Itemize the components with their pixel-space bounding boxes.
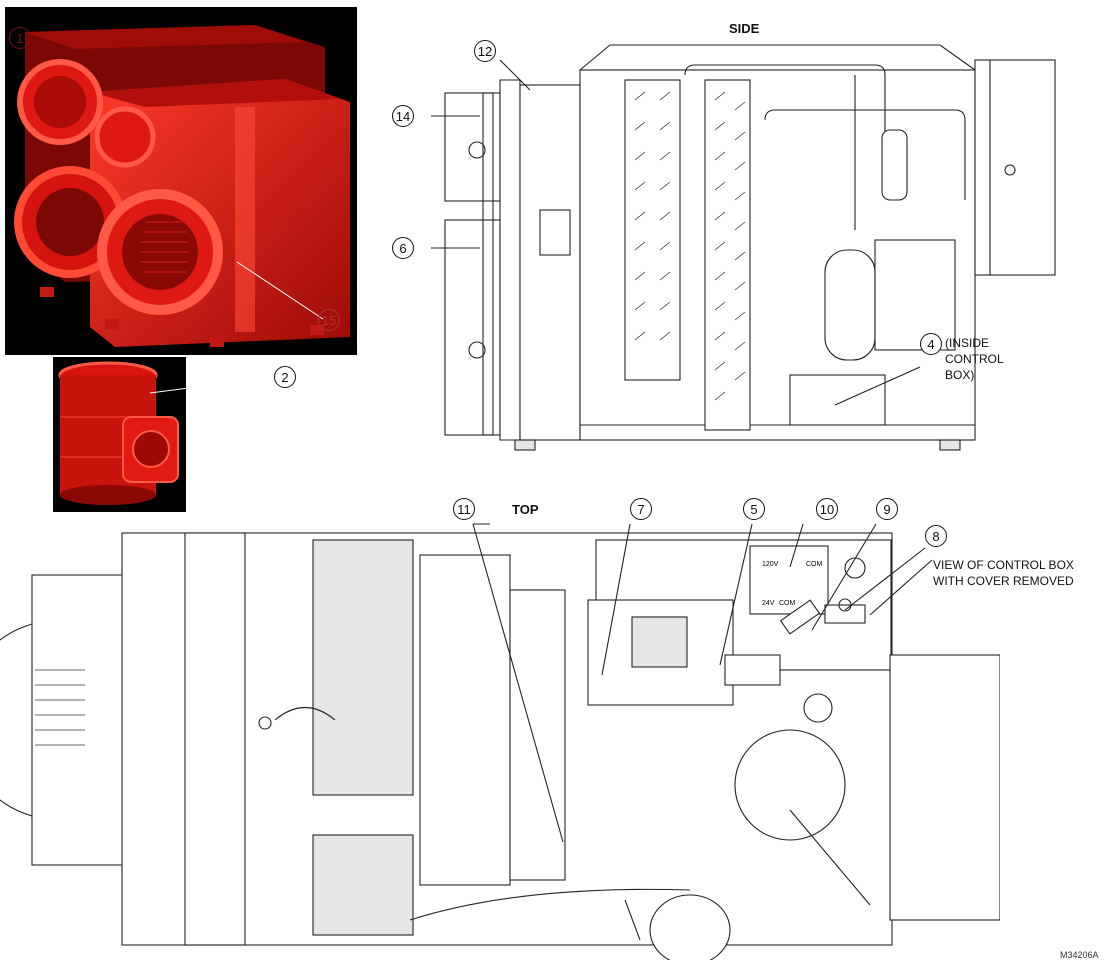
panel-com-bottom: COM — [779, 600, 796, 607]
callout-7: 7 — [630, 498, 652, 520]
callout-11: 11 — [453, 498, 475, 520]
panel-24v: 24V — [762, 600, 775, 607]
side-view-drawing — [395, 30, 1095, 460]
damper-photo — [53, 357, 186, 512]
part-number: M34206A — [1060, 950, 1099, 960]
top-view-drawing — [0, 490, 1000, 960]
inside-control-box-label: (INSIDE CONTROL BOX) — [945, 336, 1004, 382]
callout-8: 8 — [925, 525, 947, 547]
callout-2: 2 — [274, 366, 296, 388]
callout-6: 6 — [392, 237, 414, 259]
callout-15: 15 — [318, 309, 340, 331]
callout-1: 1 — [9, 27, 31, 49]
top-view-title: TOP — [512, 502, 539, 517]
callout-5: 5 — [743, 498, 765, 520]
callout-12: 12 — [474, 40, 496, 62]
callout-4: 4 — [920, 333, 942, 355]
side-view-title: SIDE — [729, 21, 760, 36]
panel-120v: 120V — [762, 561, 779, 568]
panel-com-top: COM — [806, 561, 823, 568]
dehumidifier-photo: 1 15 — [5, 7, 357, 355]
view-of-control-box-label: VIEW OF CONTROL BOX WITH COVER REMOVED — [933, 558, 1074, 588]
callout-14: 14 — [392, 105, 414, 127]
callout-9: 9 — [876, 498, 898, 520]
callout-10: 10 — [816, 498, 838, 520]
